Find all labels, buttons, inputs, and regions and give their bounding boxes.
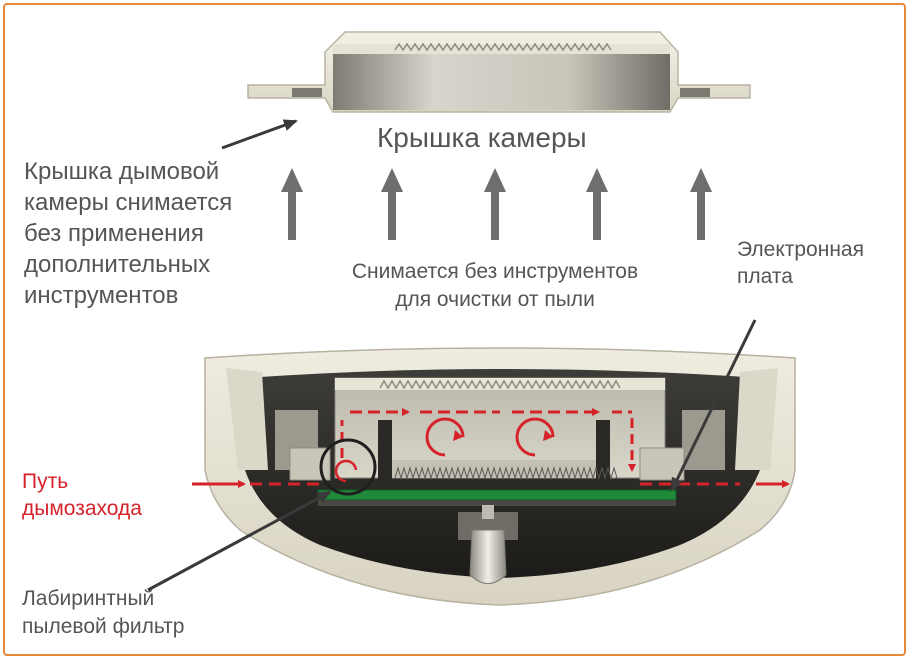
lift-arrow — [381, 168, 403, 240]
chamber-cover-label: Крышка камеры — [377, 122, 587, 153]
cover-removal-note: Крышка дымовой камеры снимается без прим… — [24, 156, 232, 311]
pcb-board — [317, 489, 677, 501]
cover-note-line: без применения — [24, 220, 204, 247]
swirl — [425, 417, 465, 457]
pcb-label-line: Электронная — [737, 238, 864, 261]
diagram-border — [3, 3, 906, 656]
filter-label-line: Лабиринтный — [22, 587, 155, 610]
filter-highlight-circle — [319, 438, 377, 496]
pcb-label-line: плата — [737, 265, 793, 288]
detector-base — [204, 347, 796, 606]
tool-free-line: для очистки от пыли — [395, 288, 595, 311]
pcb-pointer-arrow — [670, 319, 757, 492]
cover-pointer-arrow — [221, 119, 298, 150]
chamber-cover — [247, 31, 751, 113]
smoke-path-label: Путь дымозахода — [22, 468, 142, 522]
pcb-label: Электронная плата — [737, 236, 864, 290]
lift-arrows — [281, 168, 712, 240]
lift-arrow — [484, 168, 506, 240]
swirl — [515, 417, 555, 457]
cover-note-line: дополнительных — [24, 251, 211, 278]
tool-free-note: Снимается без инструментов для очистки о… — [310, 258, 680, 314]
lift-arrow — [586, 168, 608, 240]
cover-note-line: Крышка дымовой — [24, 158, 220, 185]
filter-label-line: пылевой фильтр — [22, 615, 185, 638]
filter-pointer-arrow — [147, 490, 332, 592]
cover-teeth — [394, 42, 612, 52]
cover-note-line: камеры снимается — [24, 189, 233, 216]
smoke-path-line: Путь — [22, 470, 69, 493]
smoke-flow — [192, 408, 790, 488]
swirl — [334, 459, 358, 483]
lift-arrow — [690, 168, 712, 240]
led-light-guide — [458, 505, 518, 584]
smoke-path-line: дымозахода — [22, 497, 142, 520]
filter-label: Лабиринтный пылевой фильтр — [22, 585, 184, 641]
tool-free-line: Снимается без инструментов — [351, 260, 639, 283]
cover-note-line: инструментов — [24, 282, 179, 309]
lift-arrow — [281, 168, 303, 240]
